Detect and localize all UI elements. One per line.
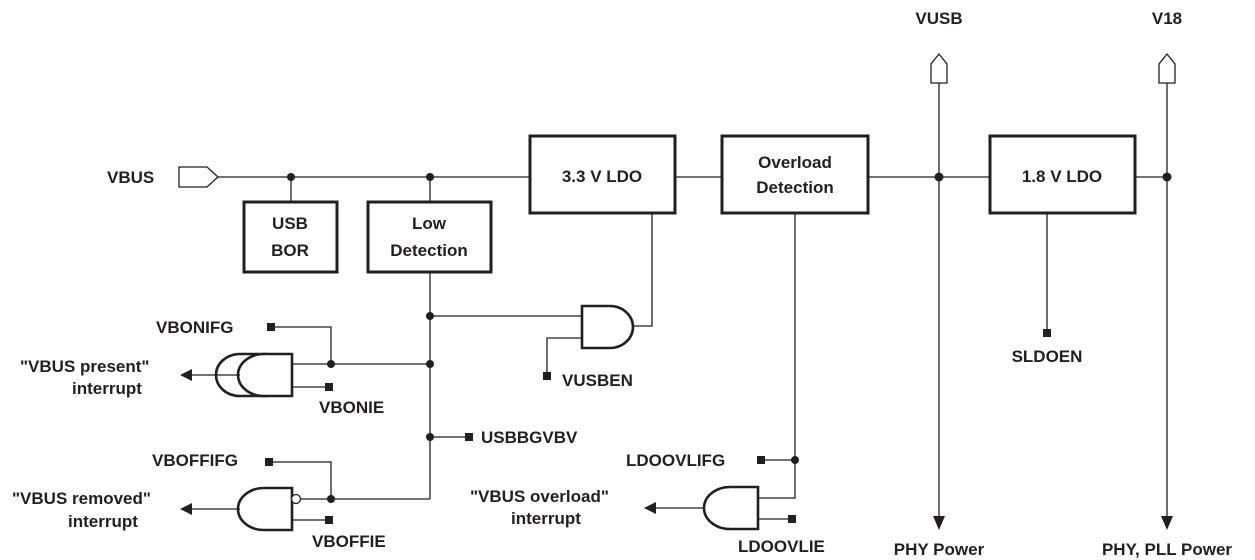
usb-bor-block: USB BOR xyxy=(242,200,339,274)
vbus-overload-gate: LDOOVLIFG LDOOVLIE "VBUS overload" inter… xyxy=(470,213,825,556)
vbus-input-port xyxy=(178,166,219,188)
svg-text:VUSB: VUSB xyxy=(915,9,962,28)
svg-text:Detection: Detection xyxy=(390,241,467,260)
svg-text:3.3 V LDO: 3.3 V LDO xyxy=(562,167,642,186)
svg-text:Low: Low xyxy=(412,214,447,233)
svg-text:VBONIE: VBONIE xyxy=(319,398,384,417)
phy-pll-power-label: PHY, PLL Power xyxy=(1102,540,1232,559)
svg-text:interrupt: interrupt xyxy=(68,512,138,531)
svg-text:"VBUS overload": "VBUS overload" xyxy=(470,487,609,506)
svg-text:LDOOVLIFG: LDOOVLIFG xyxy=(626,451,725,470)
svg-text:LDOOVLIE: LDOOVLIE xyxy=(738,537,825,556)
vusben-and-gate: VUSBEN xyxy=(430,213,653,390)
ldo-1v8-block: 1.8 V LDO xyxy=(988,134,1137,215)
svg-text:Detection: Detection xyxy=(756,178,833,197)
vbus-label: VBUS xyxy=(107,168,154,187)
vbus-removed-gate: VBOFFIFG VBOFFIE "VBUS removed" interrup… xyxy=(12,451,430,551)
svg-text:VBONIFG: VBONIFG xyxy=(156,318,233,337)
low-detection-block: Low Detection xyxy=(366,200,493,274)
svg-text:1.8 V LDO: 1.8 V LDO xyxy=(1022,167,1102,186)
overload-detection-block: Overload Detection xyxy=(720,134,870,215)
svg-text:V18: V18 xyxy=(1152,9,1182,28)
vbus-present-gate: VBONIFG VBONIE "VBUS present" interrupt xyxy=(20,318,430,417)
svg-text:USBBGVBV: USBBGVBV xyxy=(481,428,578,447)
svg-text:BOR: BOR xyxy=(271,241,309,260)
ldo-3v3-block: 3.3 V LDO xyxy=(528,134,677,215)
svg-text:interrupt: interrupt xyxy=(511,509,581,528)
svg-text:SLDOEN: SLDOEN xyxy=(1012,347,1083,366)
svg-text:"VBUS present": "VBUS present" xyxy=(20,357,149,376)
phy-power-label: PHY Power xyxy=(894,540,985,559)
vusb-rail: VUSB PHY Power xyxy=(894,9,985,559)
svg-text:interrupt: interrupt xyxy=(72,379,142,398)
svg-text:VUSBEN: VUSBEN xyxy=(562,371,633,390)
sldoen-signal: SLDOEN xyxy=(1012,213,1083,366)
usbbgvbv-signal: USBBGVBV xyxy=(430,428,578,447)
svg-text:VBOFFIE: VBOFFIE xyxy=(312,532,386,551)
v18-rail: V18 PHY, PLL Power xyxy=(1102,9,1232,559)
svg-text:VBOFFIFG: VBOFFIFG xyxy=(152,451,238,470)
svg-text:USB: USB xyxy=(272,214,308,233)
svg-text:"VBUS removed": "VBUS removed" xyxy=(12,489,151,508)
svg-text:Overload: Overload xyxy=(758,153,832,172)
inverter-bubble-icon xyxy=(290,493,302,505)
